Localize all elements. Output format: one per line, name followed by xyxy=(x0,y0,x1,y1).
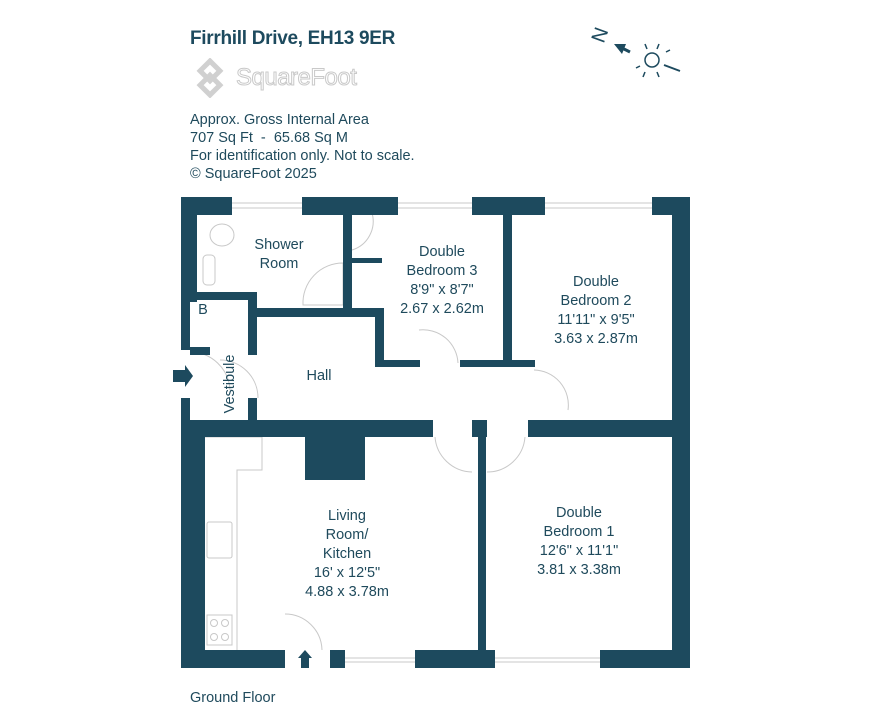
property-address-title: Firrhill Drive, EH13 9ER xyxy=(190,28,396,49)
room-name: Shower xyxy=(254,237,303,253)
room-name: Double xyxy=(556,505,602,521)
room-dimensions-metric: 2.67 x 2.62m xyxy=(400,301,484,317)
disclaimer: For identification only. Not to scale. xyxy=(190,148,415,164)
room-dimensions-imperial: 8'9" x 8'7" xyxy=(410,282,473,298)
windows xyxy=(232,202,652,663)
door-swing xyxy=(351,212,374,251)
room-bedroom-3: Double Bedroom 3 8'9" x 8'7" 2.67 x 2.62… xyxy=(400,244,484,317)
chimney-breast xyxy=(305,437,365,480)
toilet-icon xyxy=(209,223,235,247)
room-dimensions-metric: 4.88 x 3.78m xyxy=(305,584,389,600)
room-name: Double xyxy=(419,244,465,260)
north-label: N xyxy=(588,25,614,46)
room-shower: Shower Room xyxy=(254,237,303,272)
kitchen-counter xyxy=(205,436,263,650)
room-dimensions-imperial: 11'11" x 9'5" xyxy=(557,312,634,328)
area-value: 707 Sq Ft - 65.68 Sq M xyxy=(190,130,348,146)
room-name: Bedroom 2 xyxy=(561,293,632,309)
copyright: © SquareFoot 2025 xyxy=(190,166,317,182)
shower-tray-icon xyxy=(302,262,344,306)
room-bedroom-2: Double Bedroom 2 11'11" x 9'5" 3.63 x 2.… xyxy=(554,274,638,347)
area-label: Approx. Gross Internal Area xyxy=(190,112,369,128)
basin-icon xyxy=(202,254,216,286)
room-name: Bedroom 3 xyxy=(407,263,478,279)
hob-icon xyxy=(206,614,233,646)
room-name: Living xyxy=(328,508,366,524)
room-vestibule: Vestibule xyxy=(222,355,238,414)
room-hall: Hall xyxy=(307,368,332,384)
entrance-arrow-icon xyxy=(173,365,193,387)
floor-label: Ground Floor xyxy=(190,690,276,706)
room-name: Room xyxy=(260,256,299,272)
compass-icon: N xyxy=(588,25,681,78)
squarefoot-logo-icon xyxy=(196,58,224,98)
room-dimensions-imperial: 12'6" x 11'1" xyxy=(540,543,618,559)
room-dimensions-metric: 3.81 x 3.38m xyxy=(537,562,621,578)
room-name: Double xyxy=(573,274,619,290)
room-living-kitchen: Living Room/ Kitchen 16' x 12'5" 4.88 x … xyxy=(305,508,389,600)
entrance-arrow-icon xyxy=(298,650,312,668)
room-name: Room/ xyxy=(326,527,370,543)
room-cupboard: B xyxy=(198,302,208,318)
walls xyxy=(173,197,690,668)
sink-icon xyxy=(206,521,233,559)
room-name: Bedroom 1 xyxy=(544,524,615,540)
room-bedroom-1: Double Bedroom 1 12'6" x 11'1" 3.81 x 3.… xyxy=(537,505,621,578)
room-dimensions-metric: 3.63 x 2.87m xyxy=(554,331,638,347)
area-info: Approx. Gross Internal Area 707 Sq Ft - … xyxy=(190,111,415,183)
fixtures xyxy=(189,202,652,663)
room-name: Kitchen xyxy=(323,546,371,562)
room-dimensions-imperial: 16' x 12'5" xyxy=(314,565,380,581)
logo-text: SquareFoot xyxy=(235,64,357,92)
